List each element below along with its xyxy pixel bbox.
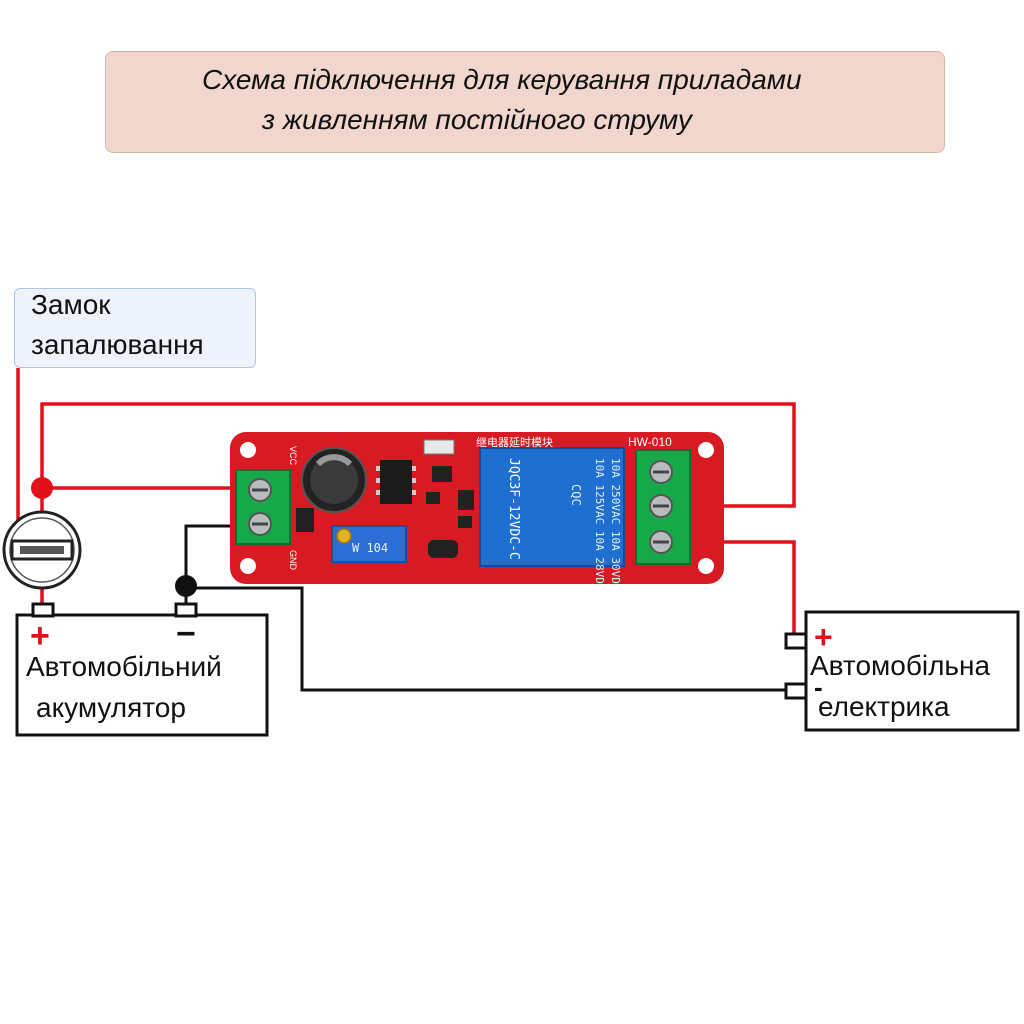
relay-mark: CQC: [569, 484, 583, 506]
smd-transistor: [432, 466, 452, 482]
ignition-label-line-1: Замок: [31, 289, 111, 320]
load-plus-terminal: [784, 632, 808, 650]
capacitor: [301, 447, 367, 513]
mounting-hole: [240, 442, 256, 458]
ic-chip: [376, 460, 416, 504]
car-electrics: + - Автомобільна електрика: [784, 610, 1020, 732]
smd-part: [426, 492, 440, 504]
car-battery: + − Автомобільний акумулятор: [15, 602, 269, 737]
pot-label: W 104: [352, 541, 388, 555]
mounting-hole: [698, 558, 714, 574]
wire-battery-minus-to-load-minus: [186, 586, 790, 692]
load-label-line-2: електрика: [818, 691, 950, 722]
adjust-screw-icon: [336, 528, 352, 544]
battery-plus-terminal: [31, 602, 55, 618]
junction-dot-red: [31, 477, 53, 499]
load-minus-sign: -: [814, 672, 823, 702]
relay: 10A 250VAC 10A 30VDC 10A 125VAC 10A 28VD…: [479, 447, 625, 590]
junction-dot-black: [175, 575, 197, 597]
battery-plus-sign: +: [30, 617, 50, 655]
load-label-line-1: Автомобільна: [810, 650, 990, 681]
relay-module-board: VCC GND W 104: [230, 432, 724, 590]
smd-part: [296, 508, 314, 532]
mounting-hole: [698, 442, 714, 458]
smd-resistor: [423, 439, 455, 455]
relay-spec-1: 10A 250VAC 10A 30VDC: [609, 458, 622, 590]
title-line-2: з живленням постійного струму: [262, 104, 692, 135]
ignition-label-box: Замок запалювання: [14, 288, 256, 368]
vcc-label: VCC: [288, 446, 298, 466]
battery-minus-terminal: [174, 602, 198, 618]
title-box: Схема підключення для керування приладам…: [105, 51, 945, 153]
relay-model: JQC3F-12VDC-C: [506, 458, 521, 560]
relay-spec-2: 10A 125VAC 10A 28VDC: [593, 458, 606, 590]
output-terminal-block: [635, 449, 691, 565]
board-top-text: 继电器延时模块: [476, 436, 553, 449]
ignition-switch: [2, 510, 82, 590]
smd-part: [458, 516, 472, 528]
load-minus-terminal: [784, 682, 808, 700]
board-model: HW-010: [628, 435, 672, 449]
mounting-hole: [240, 558, 256, 574]
wire-battery-to-relay-com: [40, 402, 796, 508]
smd-diode: [428, 540, 458, 558]
load-plus-sign: +: [814, 619, 833, 655]
gnd-label: GND: [288, 550, 298, 571]
smd-part: [458, 490, 474, 510]
battery-label-line-1: Автомобільний: [26, 651, 222, 682]
potentiometer: W 104: [331, 525, 407, 563]
battery-minus-sign: −: [176, 615, 196, 653]
ignition-label-line-2: запалювання: [31, 329, 204, 360]
battery-label-line-2: акумулятор: [36, 692, 186, 723]
input-terminal-block: [235, 469, 291, 545]
title-line-1: Схема підключення для керування приладам…: [202, 64, 802, 95]
